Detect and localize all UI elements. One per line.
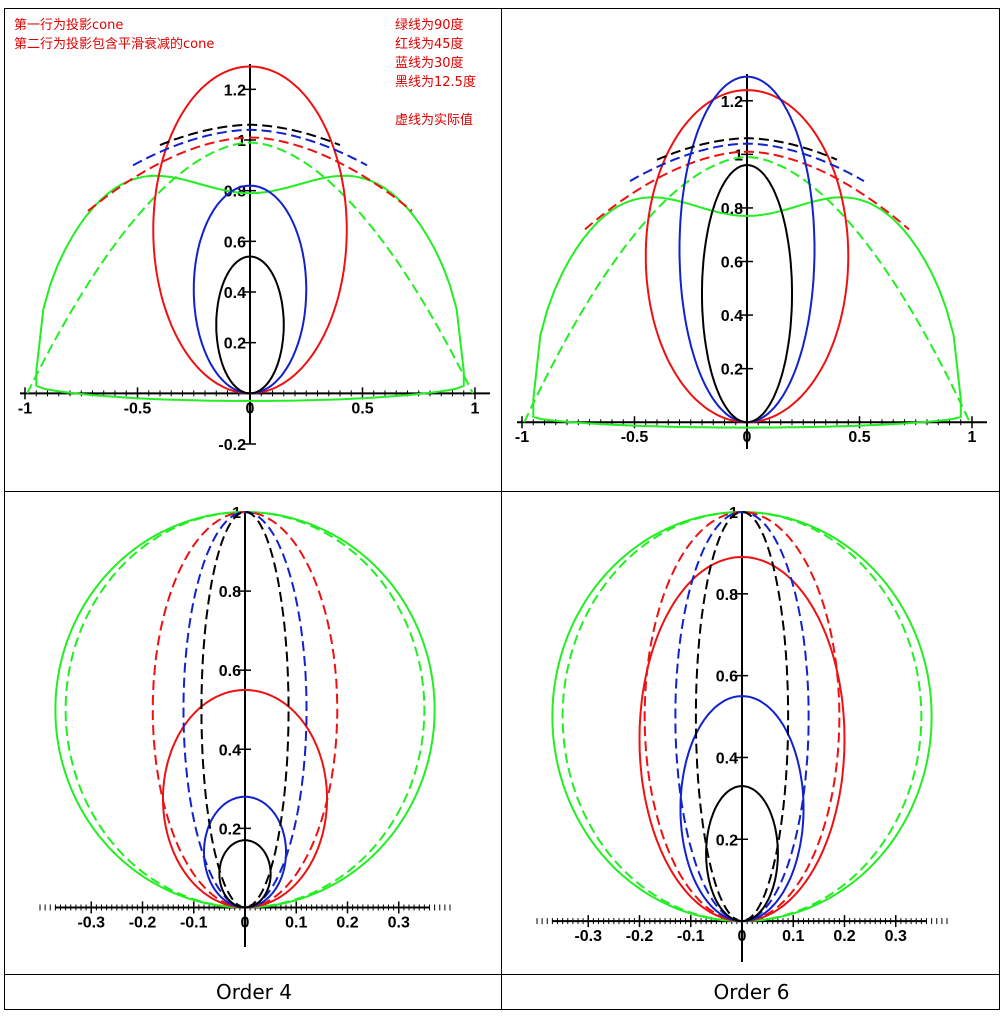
row-note-2: 第二行为投影包含平滑衰减的cone [14, 37, 215, 52]
x-tick-label: -0.2 [129, 914, 157, 931]
x-tick-label: 1 [968, 429, 977, 446]
blue-dashed-curve [629, 142, 865, 182]
x-tick-label: 0.1 [285, 914, 307, 931]
x-tick-label: -0.1 [180, 914, 208, 931]
x-tick-label: 1 [471, 400, 480, 417]
red-solid-curve [644, 89, 850, 424]
x-tick-label: 0.1 [782, 928, 804, 945]
x-tick-label: 0.5 [351, 400, 373, 417]
y-tick-label: 0.8 [716, 587, 738, 604]
y-tick-label: 0.6 [716, 669, 738, 686]
blue-solid-curve [678, 75, 816, 424]
green-dashed-curve [523, 155, 971, 423]
y-tick-label: 0.4 [721, 308, 743, 325]
x-tick-label: -0.3 [574, 928, 602, 945]
x-tick-label: 0.5 [848, 429, 870, 446]
x-tick-label: -0.5 [621, 429, 649, 446]
caption-cell-left: Order 4 [4, 974, 502, 1010]
x-tick-label: -1 [18, 400, 32, 417]
x-tick-label: -1 [515, 429, 529, 446]
y-tick-label: 0.2 [224, 336, 246, 353]
blue-solid-curve [679, 695, 805, 923]
y-tick-label: 1.2 [721, 94, 743, 111]
y-tick-label: 0.2 [219, 821, 241, 838]
y-tick-label: -0.2 [218, 437, 246, 454]
y-tick-label: 0.2 [716, 832, 738, 849]
row-note-1: 第一行为投影cone [14, 18, 124, 33]
y-tick-label: 0.6 [219, 663, 241, 680]
x-tick-label: 0.2 [833, 928, 855, 945]
legend-note-dashed: 虚线为实际值 [395, 113, 474, 128]
legend-note-black: 黑线为12.5度 [395, 75, 476, 90]
black-solid-curve [218, 839, 272, 909]
black-solid-curve [701, 164, 793, 424]
red-dashed-curve [584, 150, 910, 231]
green-solid-curve [532, 196, 962, 429]
y-tick-label: 0.4 [219, 742, 241, 759]
caption-order-4: Order 4 [216, 980, 292, 1004]
green-solid-curve [35, 174, 465, 402]
blue-dashed-curve [132, 128, 368, 167]
black-dashed-curve [694, 510, 790, 923]
row-notes: 第一行为投影cone 第二行为投影包含平滑衰减的cone [14, 16, 214, 54]
x-tick-label: 0 [241, 914, 250, 931]
blue-solid-curve [192, 184, 308, 395]
caption-cell-right: Order 6 [501, 974, 1000, 1010]
black-dashed-curve [200, 510, 290, 909]
y-tick-label: 0.6 [721, 255, 743, 272]
legend-note-blue: 蓝线为30度 [395, 56, 464, 71]
y-tick-label: 0.6 [224, 234, 246, 251]
green-dashed-curve [26, 141, 474, 394]
x-tick-label: 0 [738, 928, 747, 945]
blue-dashed-curve [182, 510, 308, 909]
blue-solid-curve [203, 795, 287, 909]
y-tick-label: 1 [237, 133, 246, 150]
y-tick-label: 0.4 [716, 750, 738, 767]
x-tick-label: 0 [743, 429, 752, 446]
y-tick-label: 1 [734, 147, 743, 164]
black-dashed-curve [159, 123, 341, 147]
black-dashed-curve [656, 137, 838, 161]
x-tick-label: -0.2 [626, 928, 654, 945]
x-tick-label: 0.3 [885, 928, 907, 945]
red-solid-curve [152, 65, 348, 395]
legend-note-spacer [395, 92, 476, 111]
x-tick-label: 0.2 [336, 914, 358, 931]
legend-notes: 绿线为90度 红线为45度 蓝线为30度 黑线为12.5度 虚线为实际值 [395, 16, 476, 130]
y-tick-label: 0.4 [224, 285, 246, 302]
red-solid-curve [162, 689, 328, 909]
x-tick-label: 0 [246, 400, 255, 417]
x-tick-label: -0.5 [124, 400, 152, 417]
red-dashed-curve [87, 136, 413, 212]
black-solid-curve [215, 255, 285, 395]
legend-note-red: 红线为45度 [395, 37, 464, 52]
x-tick-label: -0.3 [77, 914, 105, 931]
blue-dashed-curve [674, 510, 810, 923]
legend-note-green: 绿线为90度 [395, 18, 464, 33]
x-tick-label: 0.3 [388, 914, 410, 931]
y-tick-label: 0.8 [219, 584, 241, 601]
x-tick-label: -0.1 [677, 928, 705, 945]
red-solid-curve [638, 555, 846, 923]
caption-order-6: Order 6 [713, 980, 790, 1004]
black-solid-curve [705, 785, 779, 923]
y-tick-label: 0.2 [721, 362, 743, 379]
y-tick-label: 1.2 [224, 82, 246, 99]
